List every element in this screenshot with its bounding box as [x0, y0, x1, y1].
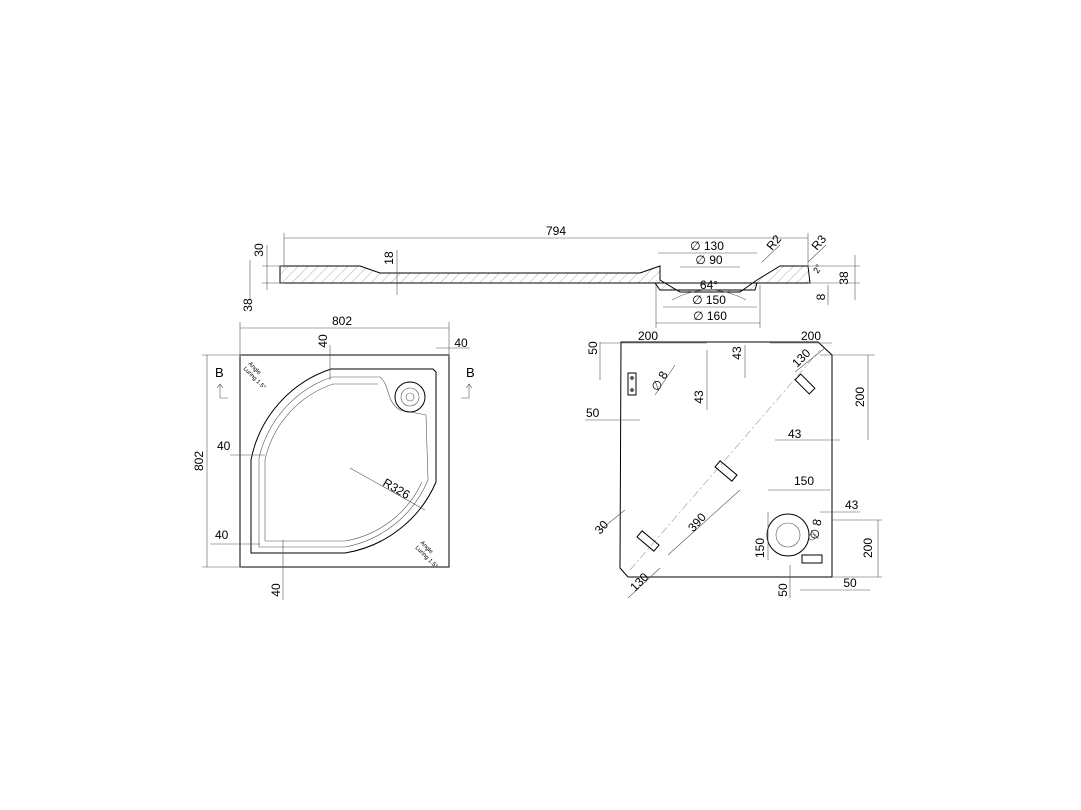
plan-rim-bottom: 40 [269, 583, 283, 597]
bottom-drain-inner [775, 522, 801, 548]
bottom-outline [619, 341, 833, 578]
bottom-top-left-200: 200 [638, 329, 658, 343]
bottom-d130-top: 130 [789, 346, 813, 370]
section-dia-90: ∅ 90 [695, 253, 722, 267]
plan-radius: R326 [381, 475, 413, 502]
bottom-bottom-50-left: 50 [776, 583, 790, 597]
bottom-right-200-top: 200 [853, 387, 867, 407]
section-total-length: 794 [546, 224, 566, 238]
section-right-small: 8 [814, 293, 828, 300]
bottom-right-43-drain: 43 [845, 498, 859, 512]
section-arrow-right-icon [461, 383, 473, 399]
plan-drain-outer [394, 381, 426, 413]
plan-width: 802 [332, 314, 352, 328]
bottom-d130-bottom: 130 [627, 570, 651, 594]
section-dia-150: ∅ 150 [692, 293, 726, 307]
section-radius-r2: R2 [764, 232, 785, 253]
bottom-h150: 150 [794, 474, 814, 488]
bottom-right-43: 43 [788, 427, 802, 441]
bottom-top-right-200: 200 [801, 329, 821, 343]
section-mark-left: B [215, 365, 224, 380]
bottom-dia-8-drain: ∅ 8 [807, 518, 824, 541]
section-angle: 64° [700, 278, 718, 292]
section-dia-160: ∅ 160 [693, 309, 727, 323]
plan-view: 802 802 40 40 40 40 40 R326 B B Angle Lu… [192, 314, 475, 600]
bottom-dia-8-top: ∅ 8 [648, 368, 671, 393]
section-dia-130: ∅ 130 [690, 239, 724, 253]
bottom-drain-outer [766, 513, 810, 557]
plan-slope-note-top: Angle Luring 1.5° [242, 361, 272, 391]
section-base-offset: 38 [241, 298, 255, 312]
bottom-left-50-mid: 50 [586, 406, 600, 420]
section-radius-r3: R3 [809, 232, 830, 253]
section-slope: 2° [811, 262, 824, 275]
bottom-v150: 150 [753, 538, 767, 558]
section-mark-right: B [466, 365, 475, 380]
section-view: 794 30 38 18 ∅ 130 ∅ 90 64° ∅ 150 ∅ 160 … [241, 224, 860, 328]
section-step-height: 18 [382, 251, 396, 265]
bottom-left-50-top: 50 [586, 341, 600, 355]
bottom-v43-left: 43 [692, 390, 706, 404]
plan-rim-right: 40 [454, 336, 468, 350]
plan-outline [239, 354, 450, 568]
bottom-view: 200 200 50 50 ∅ 8 43 43 130 200 43 390 3… [585, 329, 882, 599]
bottom-d30: 30 [592, 517, 612, 537]
section-rim-height: 30 [252, 243, 266, 257]
bottom-v43-top: 43 [730, 346, 744, 360]
section-arrow-left-icon [216, 383, 228, 399]
bottom-diag-390: 390 [685, 510, 709, 534]
plan-rim-top: 40 [316, 334, 330, 348]
section-profile [279, 265, 811, 293]
bottom-right-200-bottom: 200 [861, 538, 875, 558]
section-right-height: 38 [837, 271, 851, 285]
plan-drain-inner [400, 387, 420, 407]
plan-rim-left-mid: 40 [217, 439, 231, 453]
plan-basin-outer [250, 368, 437, 554]
plan-basin-inner [258, 376, 429, 548]
bottom-feet [627, 372, 823, 564]
bottom-bottom-50-right: 50 [843, 576, 857, 590]
plan-slope-note-bottom: Angle Luring 1.5° [414, 540, 444, 570]
plan-height: 802 [192, 451, 206, 471]
plan-rim-left-bottom: 40 [215, 528, 229, 542]
